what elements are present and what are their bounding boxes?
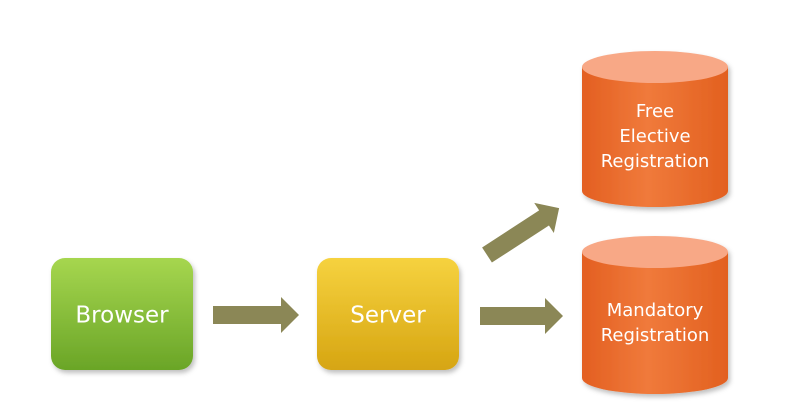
browser-node: Browser — [51, 258, 193, 370]
free-elective-line-1: Free — [636, 101, 674, 122]
server-label: Server — [350, 303, 426, 329]
free-elective-registration-db: Free Elective Registration — [582, 51, 728, 207]
free-elective-line-2: Elective — [619, 126, 690, 147]
browser-label: Browser — [75, 303, 169, 329]
arrow-server-to-mandatory — [480, 298, 563, 334]
arrow-browser-to-server — [213, 297, 299, 333]
mandatory-line-2: Registration — [601, 325, 710, 346]
mandatory-registration-db: Mandatory Registration — [582, 236, 728, 394]
server-node: Server — [317, 258, 459, 370]
mandatory-line-1: Mandatory — [607, 300, 704, 321]
arrow-server-to-free-elective — [482, 202, 560, 263]
free-elective-line-3: Registration — [601, 151, 710, 172]
